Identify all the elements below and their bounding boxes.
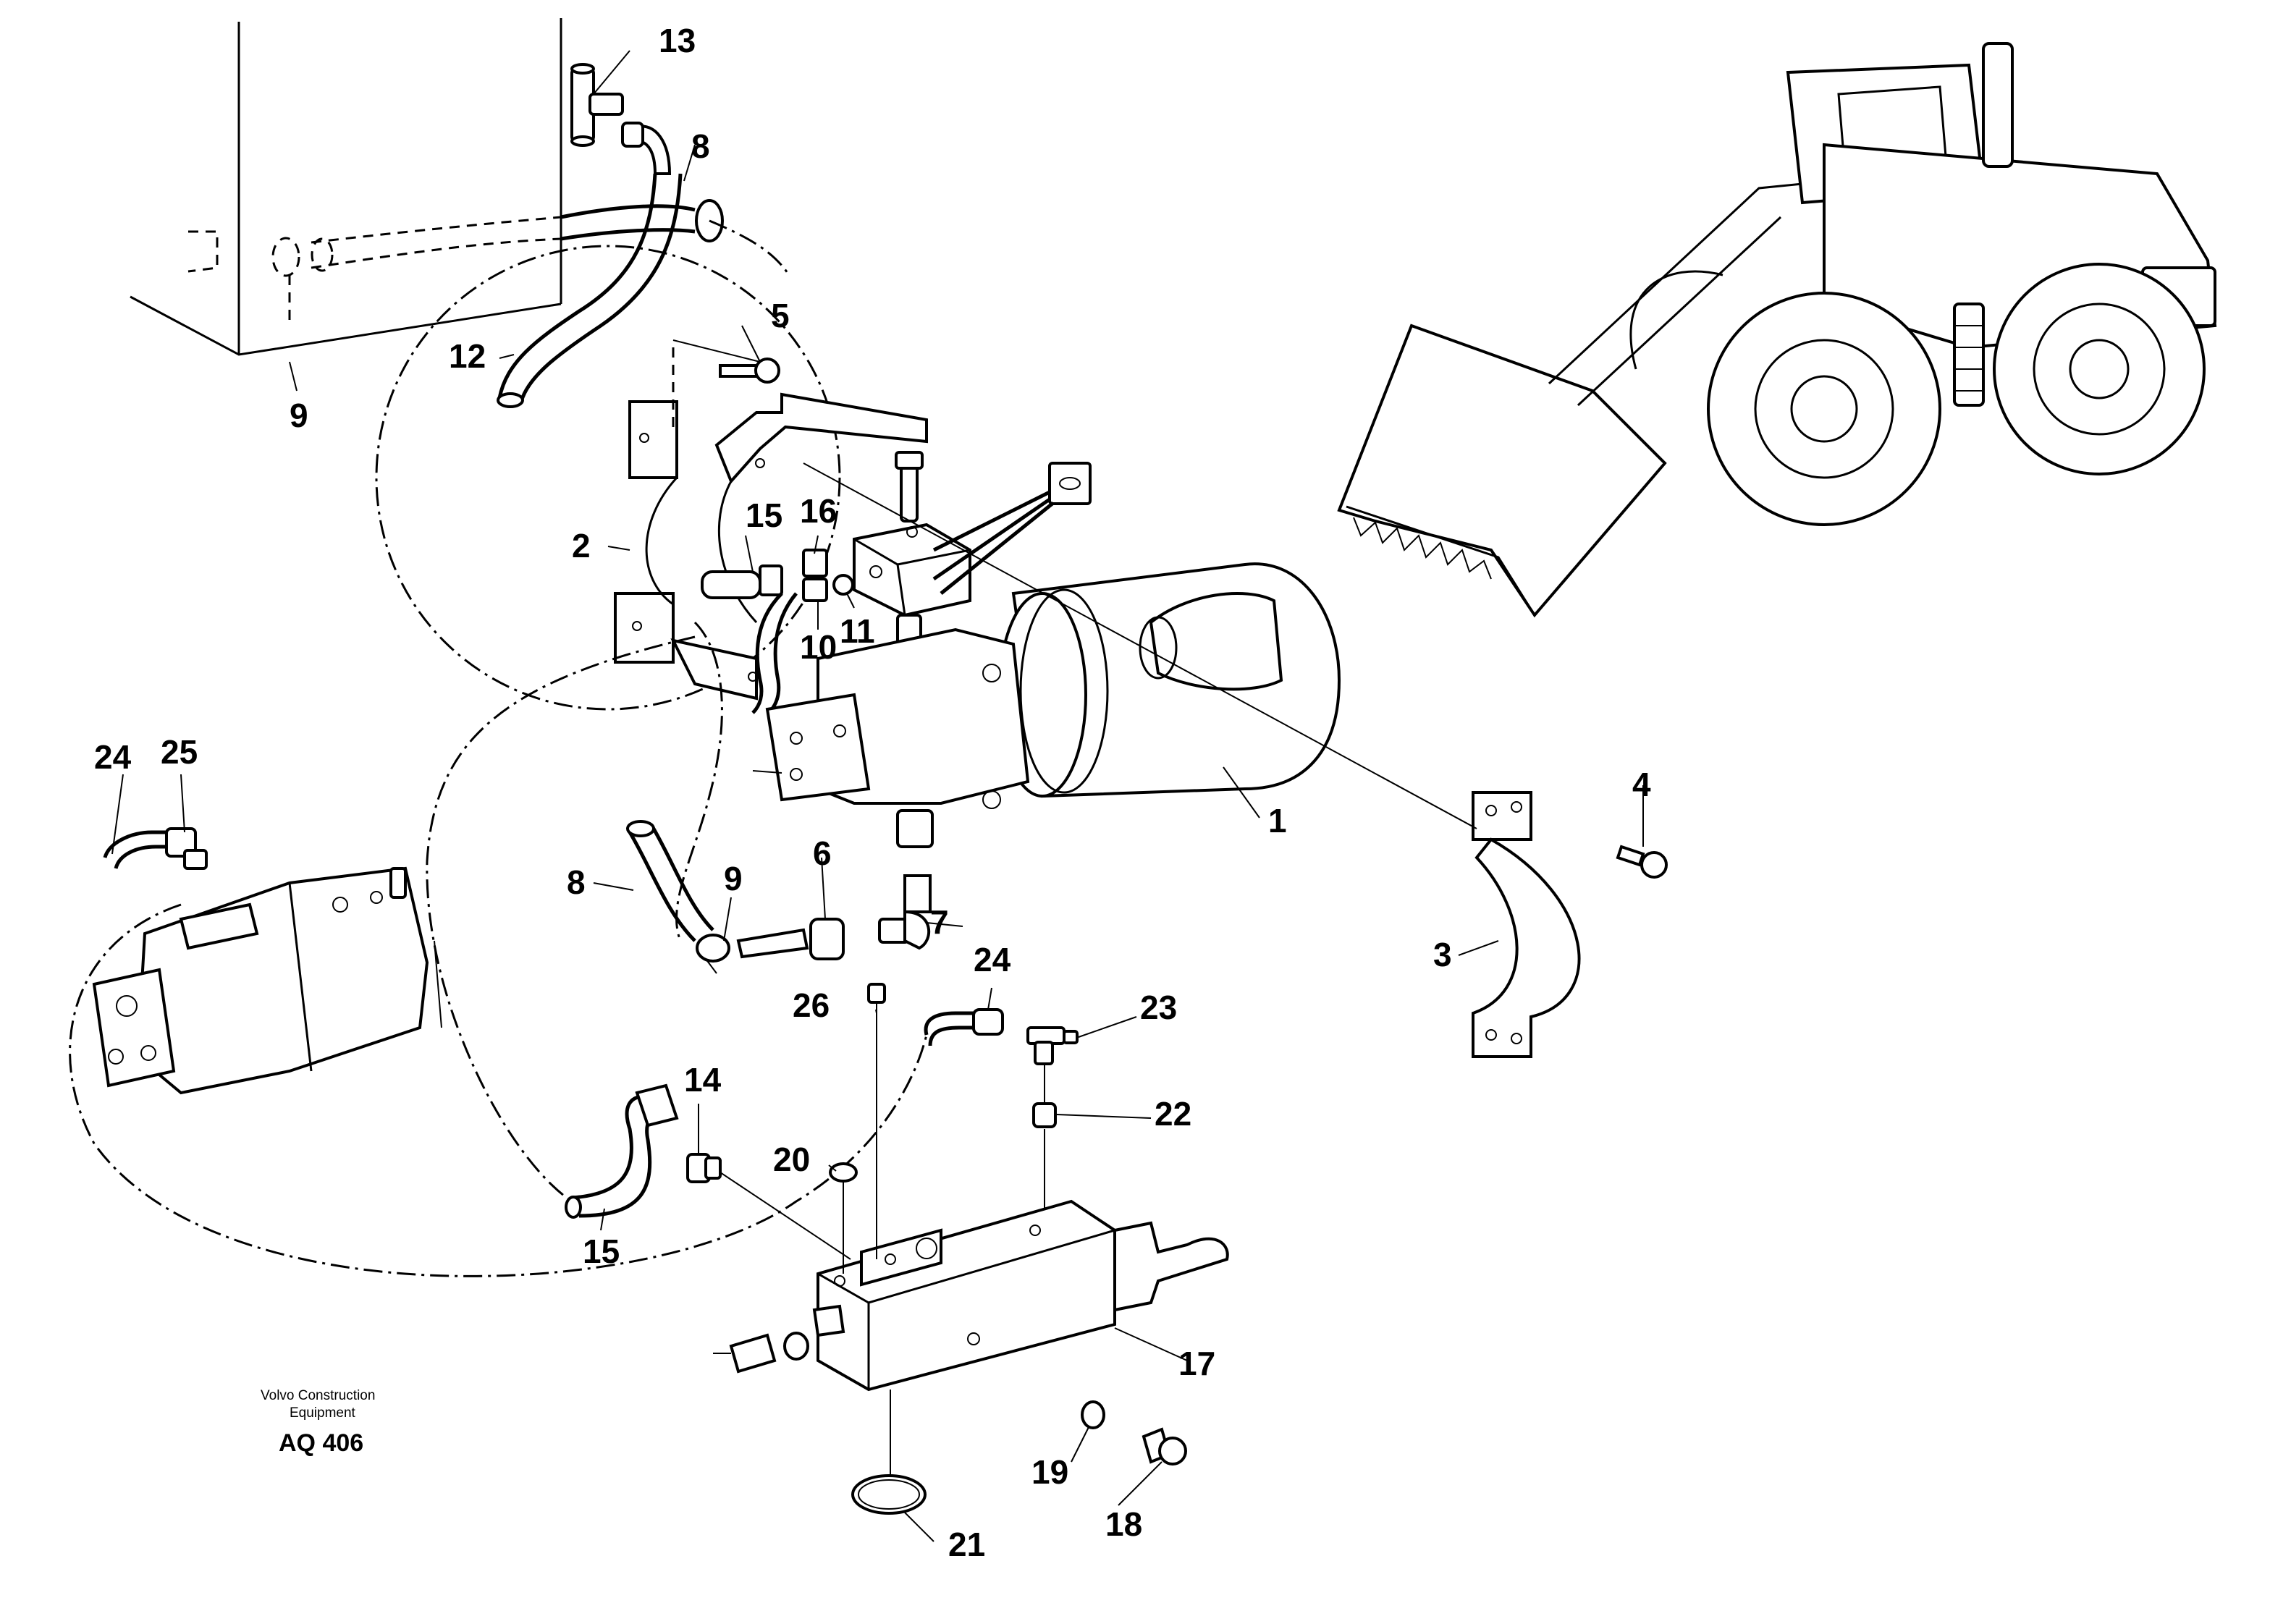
- callout-12: 12: [449, 337, 486, 375]
- leader-lines: [111, 50, 1644, 1542]
- callout-22: 22: [1155, 1095, 1191, 1133]
- tee-23: [1026, 1026, 1079, 1065]
- callout-1: 1: [1268, 802, 1287, 840]
- hose-8-bottom: [626, 820, 714, 942]
- callout-9-bottom: 9: [724, 860, 743, 897]
- hose-24-bottom: [924, 1008, 1004, 1046]
- valve-block: [853, 451, 1092, 646]
- wheel-loader-illustration: [1337, 42, 2217, 618]
- fittings-15-16-10-11: [701, 549, 854, 714]
- callout-25: 25: [161, 733, 198, 771]
- callout-24-left: 24: [94, 738, 132, 776]
- bolt-20: [829, 1162, 858, 1274]
- callout-13: 13: [659, 22, 696, 59]
- caption-line-2: Equipment: [290, 1405, 356, 1421]
- callout-24-bottom: 24: [974, 941, 1011, 978]
- o-ring-21: [851, 1474, 927, 1515]
- washer-19: [1081, 1400, 1105, 1429]
- elbow-fitting-top: [621, 122, 672, 175]
- hydraulic-tank: [130, 18, 562, 356]
- caption-code: AQ 406: [279, 1429, 363, 1457]
- callout-5: 5: [771, 297, 790, 334]
- fitting-22: [1032, 1064, 1057, 1216]
- hose-15-bottom: [565, 1083, 679, 1219]
- bolt-4: [1616, 845, 1668, 879]
- bracket-2: [614, 339, 928, 701]
- callout-11: 11: [840, 612, 875, 650]
- callout-8-bottom: 8: [567, 863, 586, 901]
- hydraulic-pump-left: [92, 866, 442, 1095]
- callout-15-bottom: 15: [583, 1232, 620, 1270]
- callout-20: 20: [773, 1141, 810, 1178]
- callout-18: 18: [1105, 1505, 1142, 1543]
- callout-4: 4: [1632, 766, 1651, 803]
- callout-9-top: 9: [290, 397, 308, 434]
- callout-2: 2: [572, 527, 591, 564]
- callout-6: 6: [813, 834, 832, 872]
- hose-8-top: [560, 199, 724, 242]
- elbow-7: [878, 910, 930, 950]
- caption-line-1: Volvo Construction: [261, 1388, 375, 1403]
- plug-side-left: [713, 1332, 809, 1374]
- hose-24-left: [103, 827, 208, 870]
- detail-circle: [375, 219, 841, 711]
- bolt-26: [867, 983, 886, 1259]
- tee-fitting-13: [570, 63, 624, 147]
- clamp-9: [696, 934, 730, 974]
- callout-8-top: 8: [691, 127, 710, 165]
- clamp-3: [1472, 791, 1581, 1058]
- nipple-6: [736, 918, 845, 960]
- callout-14: 14: [684, 1061, 722, 1099]
- callout-15-top: 15: [746, 496, 782, 534]
- leader-line-long: [803, 462, 1477, 829]
- callout-10: 10: [800, 628, 837, 666]
- valve-17: [812, 1199, 1229, 1484]
- bolt-5: [719, 358, 780, 384]
- callout-labels: 13 8 5 12 9 15 16 2 10 11 1 4 3 24 25 8 …: [94, 22, 1651, 1563]
- fitting-14: [686, 1153, 722, 1183]
- callout-19: 19: [1031, 1453, 1068, 1491]
- callout-16: 16: [800, 492, 837, 530]
- callout-7: 7: [930, 903, 949, 941]
- plug-18: [1142, 1427, 1187, 1466]
- callout-21: 21: [948, 1526, 985, 1563]
- hose-loop: [69, 621, 928, 1277]
- callout-23: 23: [1140, 989, 1177, 1026]
- callout-26: 26: [793, 986, 830, 1024]
- caption-block: Volvo Construction Equipment AQ 406: [261, 1388, 375, 1457]
- callout-17: 17: [1178, 1345, 1215, 1382]
- callout-3: 3: [1433, 936, 1452, 973]
- hose-12: [497, 173, 683, 408]
